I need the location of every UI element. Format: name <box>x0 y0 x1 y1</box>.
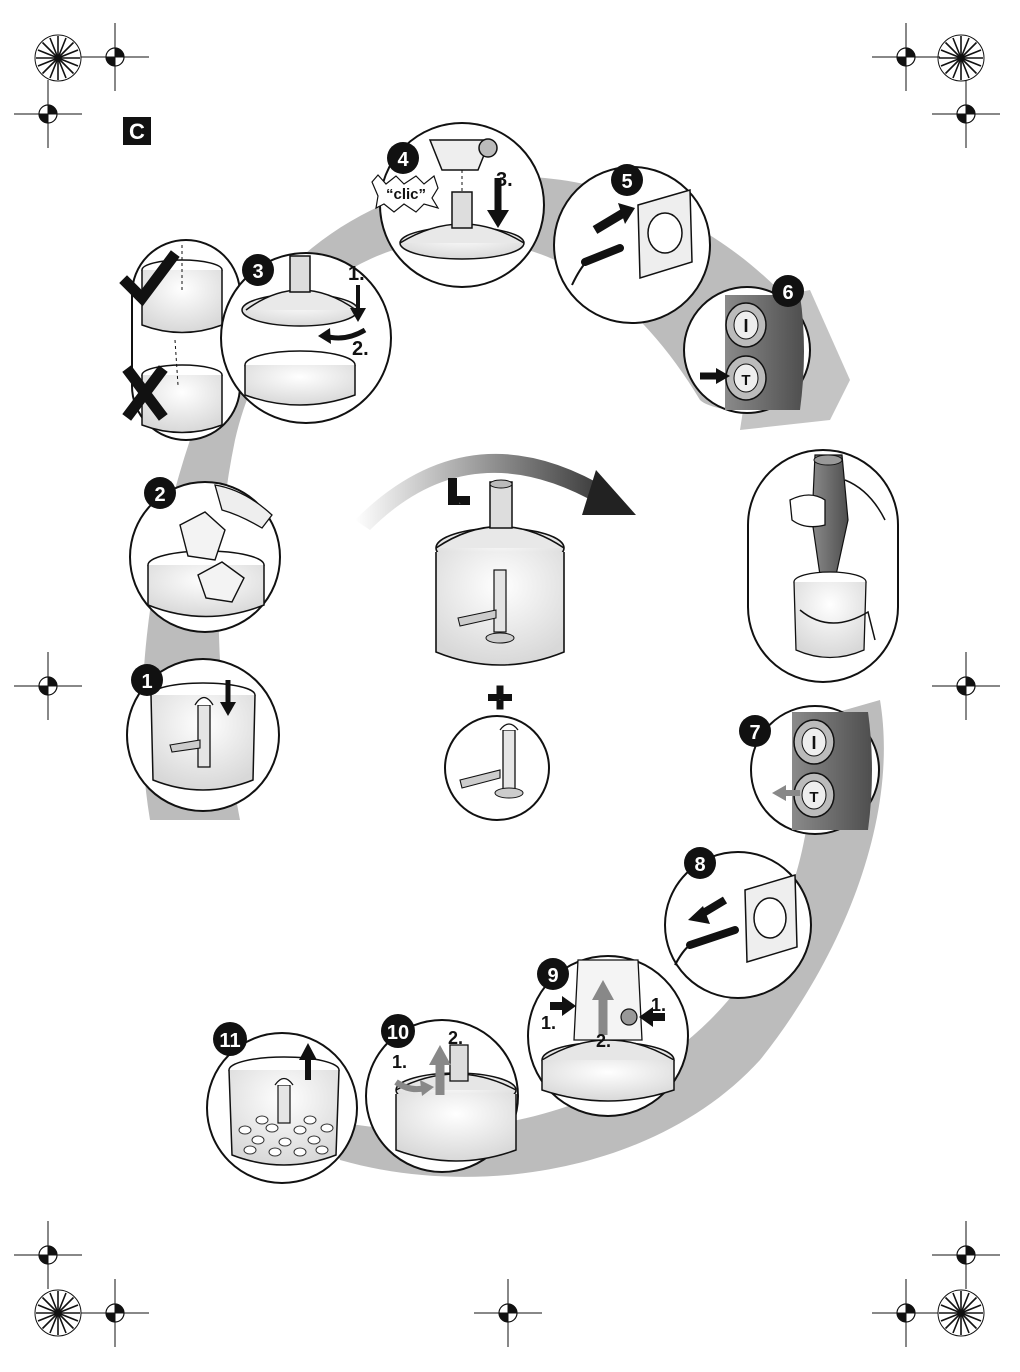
svg-text:9: 9 <box>547 965 558 987</box>
svg-text:1.: 1. <box>651 995 666 1015</box>
registration-mark-icon <box>938 35 984 81</box>
svg-text:1.: 1. <box>348 263 365 285</box>
svg-text:1: 1 <box>141 671 152 693</box>
svg-text:2.: 2. <box>596 1031 611 1051</box>
svg-text:2: 2 <box>154 484 165 506</box>
registration-mark-icon <box>81 23 149 91</box>
step-9: 9 1. 2. 1. <box>528 956 688 1116</box>
svg-text:7: 7 <box>749 722 760 744</box>
registration-mark-icon <box>14 652 82 720</box>
step-1: 1 <box>127 659 279 811</box>
registration-mark-icon <box>872 23 940 91</box>
plus-sign <box>488 686 512 710</box>
svg-text:I: I <box>743 316 748 336</box>
registration-mark-icon <box>932 80 1000 148</box>
svg-text:3.: 3. <box>496 169 513 191</box>
section-label: C <box>123 117 151 145</box>
step-11: 11 <box>207 1022 357 1183</box>
mode-letter <box>448 478 470 505</box>
svg-text:T: T <box>741 372 750 389</box>
blending-panel <box>748 450 898 682</box>
svg-text:8: 8 <box>694 854 705 876</box>
registration-mark-icon <box>932 1221 1000 1289</box>
registration-mark-icon <box>14 1221 82 1289</box>
svg-text:I: I <box>811 733 816 753</box>
registration-mark-icon <box>938 1290 984 1336</box>
step-4: 4 3. “clic” <box>372 123 544 287</box>
svg-text:2.: 2. <box>352 338 369 360</box>
registration-mark-icon <box>474 1279 542 1347</box>
svg-text:T: T <box>809 789 818 806</box>
svg-text:“clic”: “clic” <box>386 186 426 203</box>
svg-text:C: C <box>129 119 145 144</box>
registration-mark-icon <box>35 35 81 81</box>
registration-mark-icon <box>872 1279 940 1347</box>
step-3: 3 1. 2. <box>221 253 391 423</box>
registration-mark-icon <box>35 1290 81 1336</box>
svg-text:1.: 1. <box>541 1013 556 1033</box>
registration-mark-icon <box>932 652 1000 720</box>
registration-mark-icon <box>81 1279 149 1347</box>
svg-text:10: 10 <box>387 1022 409 1044</box>
svg-text:5: 5 <box>621 171 632 193</box>
center-assembly: L + <box>355 454 636 820</box>
step-8: 8 <box>665 847 811 998</box>
svg-text:4: 4 <box>397 149 409 171</box>
registration-mark-icon <box>14 80 82 148</box>
svg-text:1.: 1. <box>392 1052 407 1072</box>
svg-text:2.: 2. <box>448 1028 463 1048</box>
step-2: 2 <box>130 477 280 632</box>
svg-text:11: 11 <box>219 1030 240 1052</box>
svg-text:3: 3 <box>252 261 263 283</box>
svg-text:6: 6 <box>782 282 793 304</box>
step-10: 10 1. 2. <box>366 1014 518 1172</box>
step-7: I T 7 <box>739 706 879 834</box>
